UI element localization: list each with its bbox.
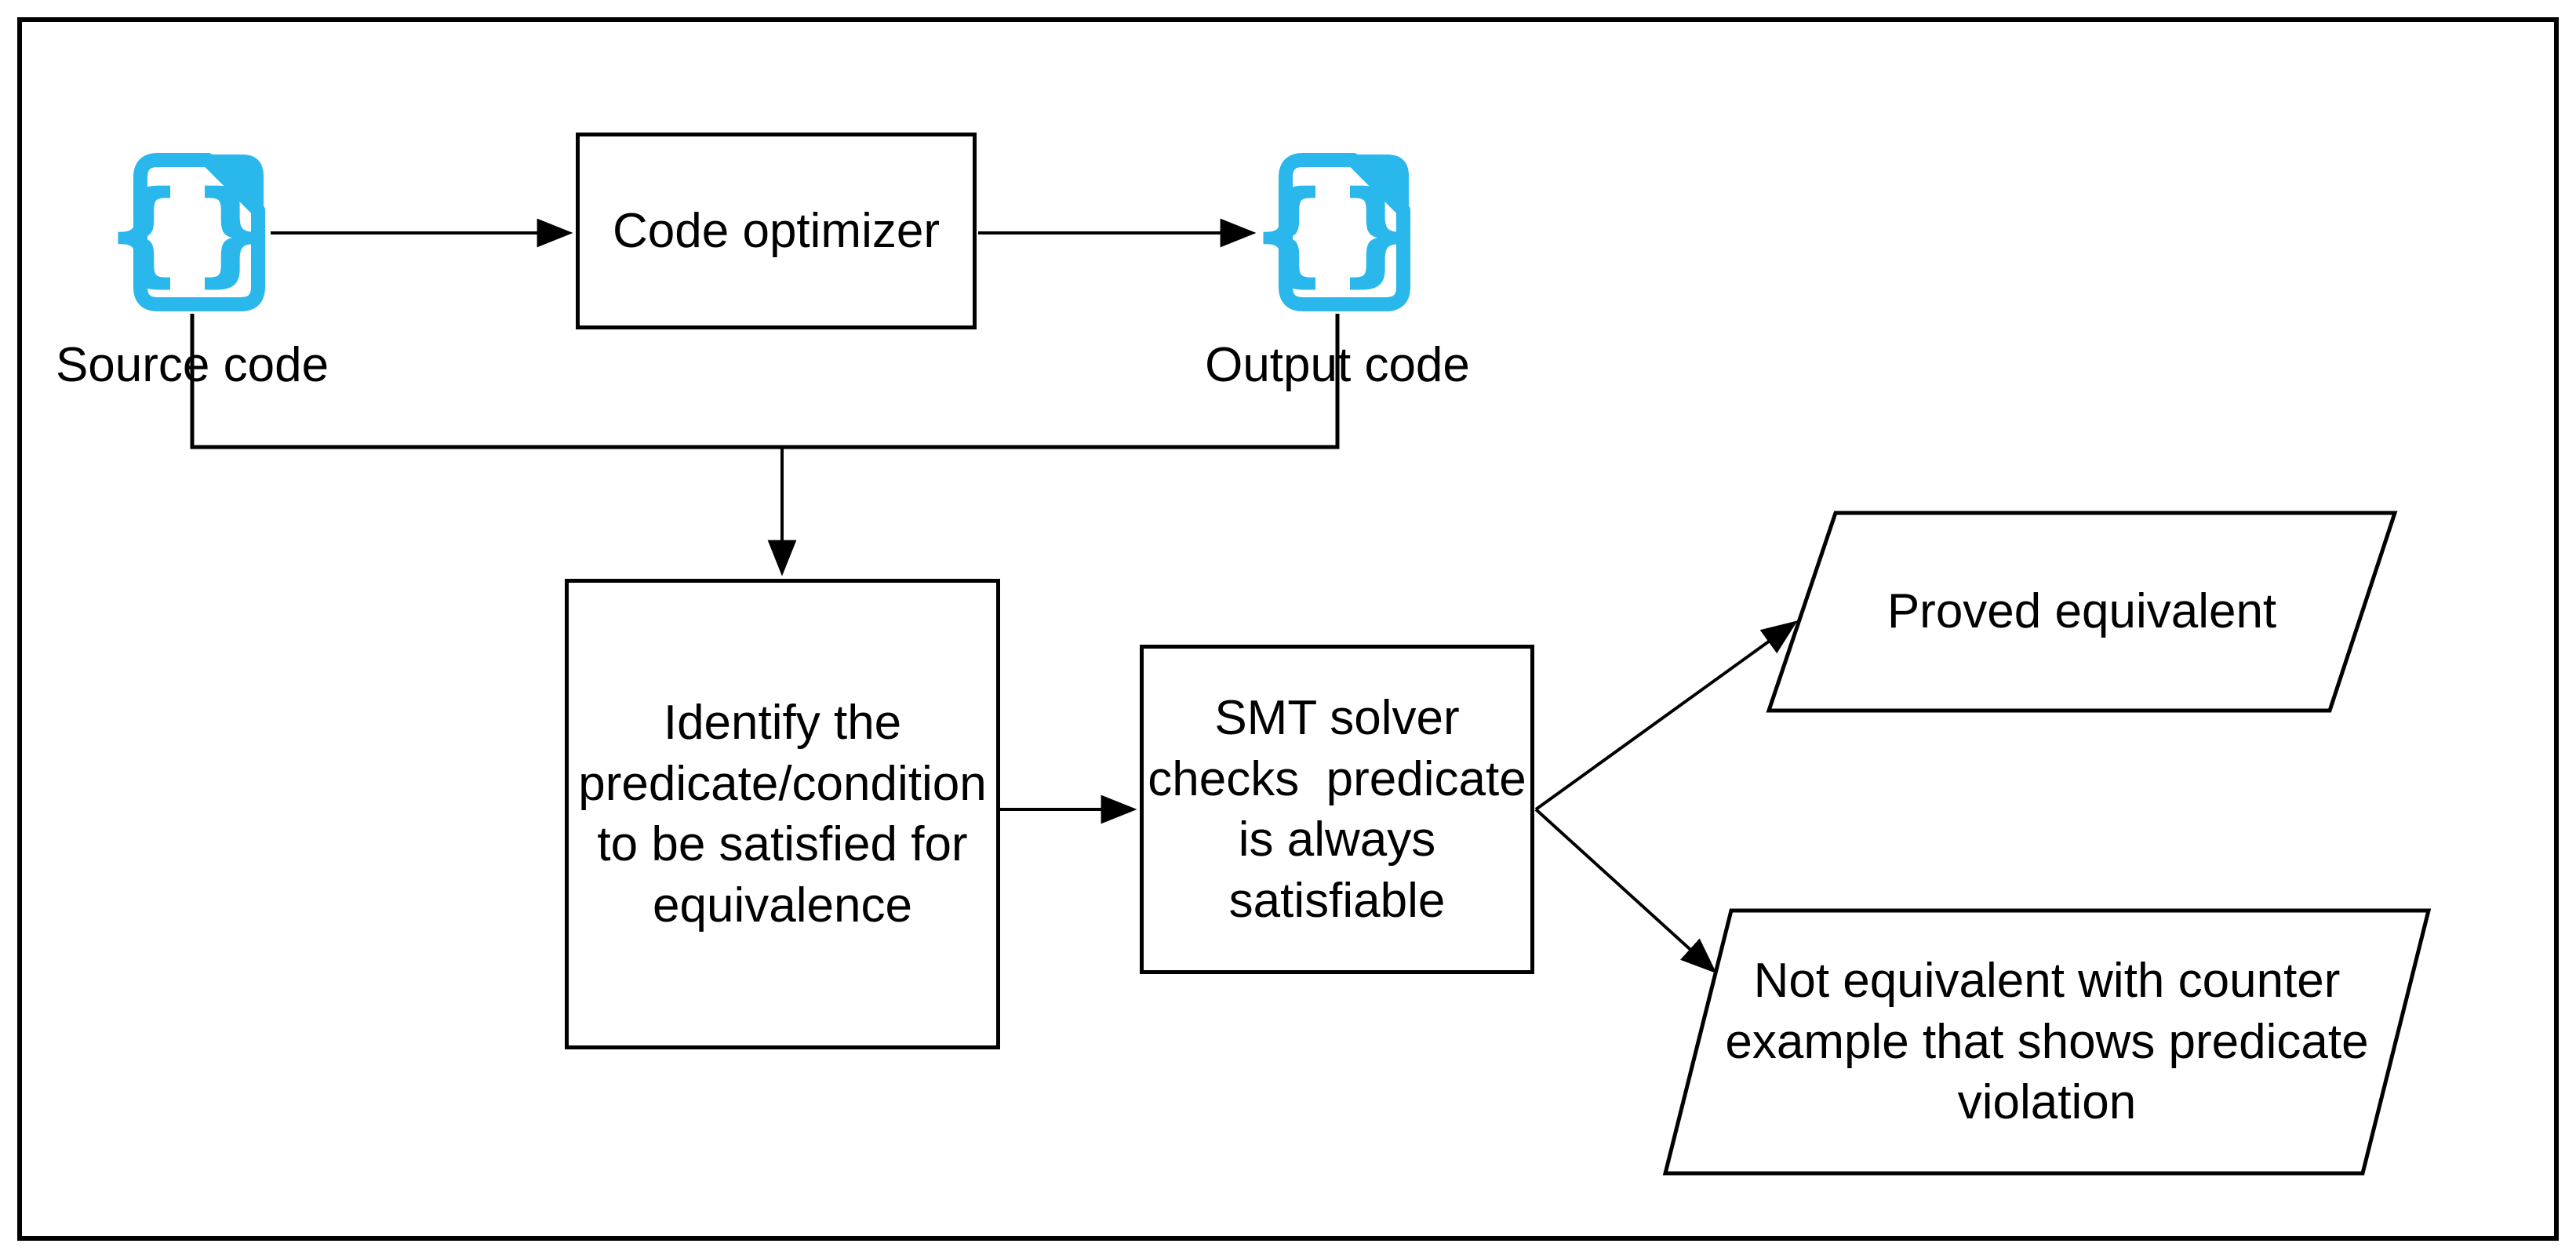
identify-line: to be satisfied for — [597, 817, 968, 871]
smt-line: SMT solver — [1214, 691, 1460, 745]
edge-smt-to-not-equivalent — [1534, 808, 1717, 974]
not-equivalent-parallelogram — [1662, 908, 2432, 1176]
identify-line: predicate/condition — [578, 756, 987, 811]
smt-solver-box: SMT solver checks predicate is always sa… — [1140, 645, 1534, 974]
smt-line: satisfiable — [1228, 873, 1446, 928]
identify-line: equivalence — [653, 878, 912, 933]
output-code-label: Output code — [1205, 338, 1470, 392]
smt-line: checks predicate — [1148, 751, 1526, 806]
proved-parallelogram — [1766, 511, 2398, 713]
identify-line: Identify the — [663, 696, 902, 750]
output-code-file-icon: {} — [1259, 153, 1416, 311]
identify-predicate-box: Identify the predicate/condition to be s… — [565, 579, 1000, 1049]
smt-line: is always — [1238, 813, 1436, 867]
edge-smt-to-proved — [1534, 620, 1798, 811]
source-code-label: Source code — [55, 338, 329, 392]
edge-source-output-join — [190, 314, 1340, 449]
code-optimizer-label: Code optimizer — [613, 203, 940, 258]
source-code-file-icon: {} — [114, 153, 271, 311]
braces-glyph: {} — [1259, 166, 1416, 298]
code-optimizer-box: Code optimizer — [576, 133, 977, 329]
braces-glyph: {} — [114, 166, 271, 298]
diagram-border — [17, 17, 2559, 1241]
